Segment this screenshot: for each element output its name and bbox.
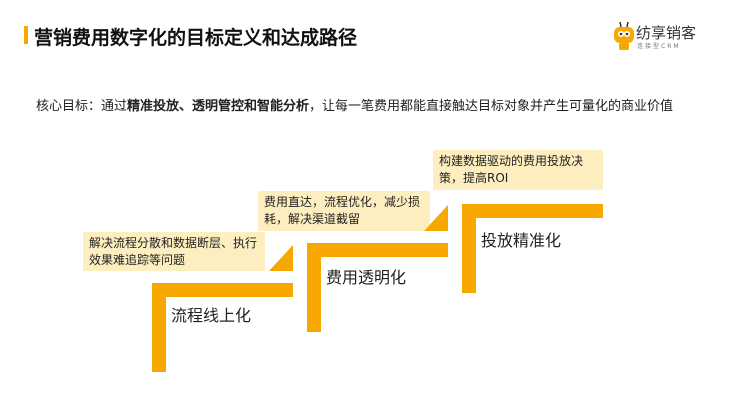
step2-label: 费用透明化 bbox=[326, 268, 407, 287]
step1-label: 流程线上化 bbox=[171, 306, 252, 325]
logo-subtitle: 连接型CRM bbox=[637, 43, 681, 50]
step3-vertical-bar bbox=[462, 204, 476, 293]
step2-triangle bbox=[424, 205, 448, 231]
step1-callout: 解决流程分散和数据断层、执行效果难追踪等问题 bbox=[83, 232, 265, 271]
step2-callout: 费用直达，流程优化，减少损耗，解决渠道截留 bbox=[258, 191, 430, 231]
page-title: 营销费用数字化的目标定义和达成路径 bbox=[34, 27, 358, 49]
goal-suffix: ，让每一笔费用都能直接触达目标对象并产生可量化的商业价值 bbox=[309, 99, 674, 114]
goal-prefix: 核心目标：通过 bbox=[36, 99, 128, 114]
logo-mascot-icon bbox=[614, 21, 634, 50]
step1-vertical-bar bbox=[152, 283, 166, 372]
step2-horizontal-bar bbox=[307, 243, 448, 257]
step1-horizontal-bar bbox=[152, 283, 293, 297]
core-goal-text: 核心目标：通过精准投放、透明管控和智能分析，让每一笔费用都能直接触达目标对象并产… bbox=[36, 95, 673, 114]
logo-name: 纺享销客 bbox=[636, 24, 697, 42]
step3-callout: 构建数据驱动的费用投放决策，提高ROI bbox=[433, 150, 603, 190]
step3-label: 投放精准化 bbox=[481, 231, 562, 250]
step1-triangle bbox=[269, 245, 293, 271]
goal-highlight: 精准投放、透明管控和智能分析 bbox=[127, 99, 310, 114]
title-accent-bar bbox=[24, 26, 28, 44]
step2-vertical-bar bbox=[307, 243, 321, 332]
step3-horizontal-bar bbox=[462, 204, 603, 218]
